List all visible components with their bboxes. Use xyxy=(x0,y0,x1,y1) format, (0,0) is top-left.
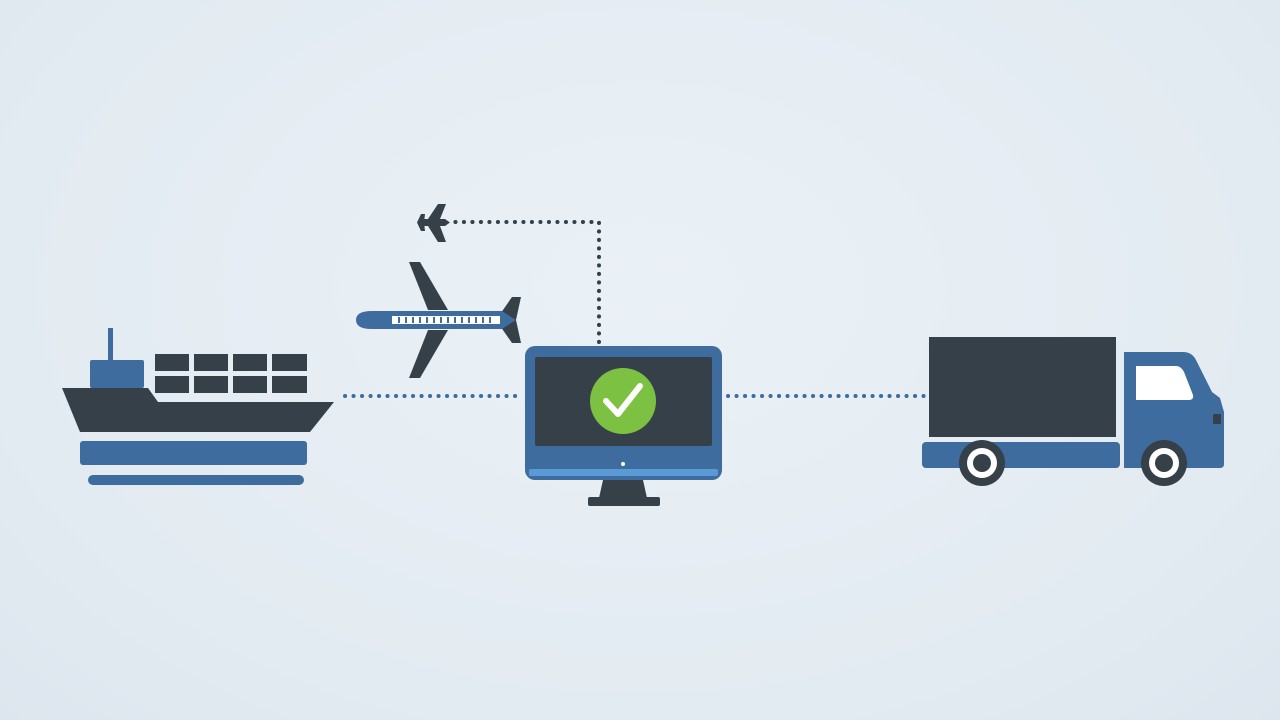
water-stripe xyxy=(80,441,307,465)
water-stripe xyxy=(88,475,304,485)
small-airplane-icon xyxy=(417,204,450,242)
delivery-truck-icon xyxy=(922,337,1224,486)
check-circle-icon xyxy=(590,368,656,434)
truck-wheel xyxy=(959,440,1005,486)
connectors xyxy=(343,220,926,398)
cargo-containers xyxy=(155,354,307,393)
plane-windows xyxy=(398,317,491,323)
container-ship-icon xyxy=(62,328,334,485)
airplane-icon xyxy=(356,262,521,378)
connector-computer-to-small-plane xyxy=(450,220,601,344)
truck-wheel xyxy=(1141,440,1187,486)
